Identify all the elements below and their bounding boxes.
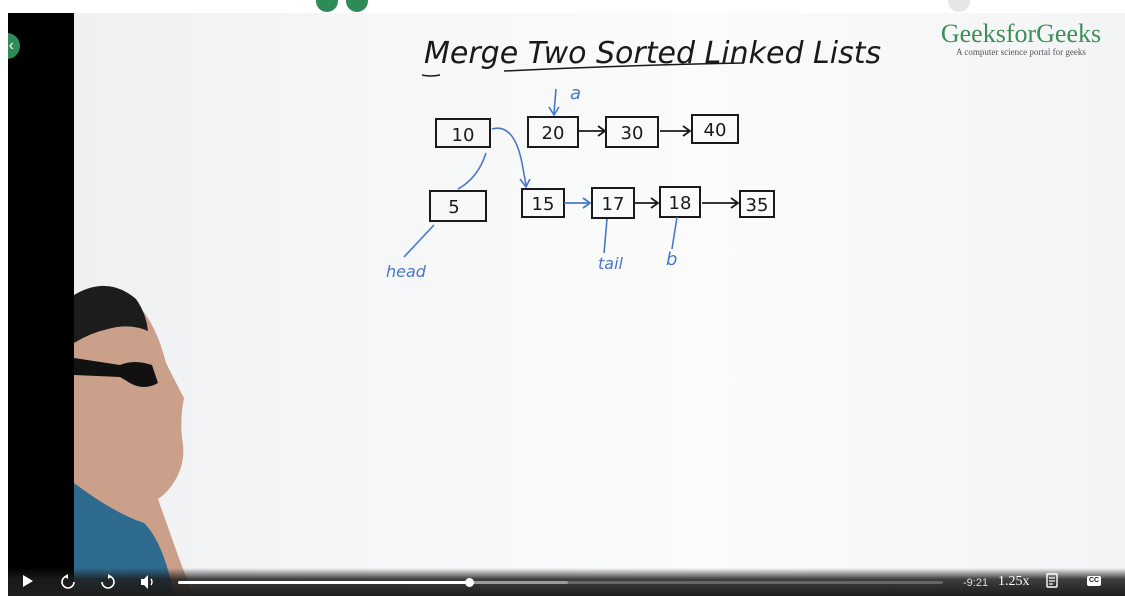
volume-button[interactable] — [140, 574, 156, 593]
player-controls: -9:21 1.25x CC — [8, 568, 1125, 596]
forward-icon — [101, 574, 115, 589]
list-b-node-2: 15 — [532, 194, 555, 215]
brand-tagline: A computer science portal for geeks — [956, 47, 1086, 57]
brand-logo: GeeksforGeeks A computer science portal … — [931, 19, 1111, 57]
pointer-label-a: a — [570, 83, 581, 104]
progress-bar[interactable] — [178, 578, 943, 587]
list-b-node-5: 35 — [746, 195, 769, 216]
top-green-dot-2 — [346, 0, 368, 12]
progress-handle[interactable] — [464, 578, 474, 587]
list-b-node-4: 18 — [669, 193, 692, 214]
back-arrow-icon: ‹ — [8, 37, 14, 54]
playback-speed-button[interactable]: 1.25x — [998, 574, 1030, 589]
volume-icon — [141, 575, 153, 589]
top-grey-dot — [948, 0, 970, 12]
rewind-icon — [61, 574, 75, 589]
list-a-node-4: 40 — [704, 120, 727, 141]
pointer-strokes — [403, 88, 678, 258]
progress-played — [178, 581, 469, 584]
transcript-button[interactable] — [1046, 573, 1058, 591]
list-a-node-1: 10 — [452, 125, 475, 146]
list-a-node-2: 20 — [542, 123, 565, 144]
transcript-icon — [1046, 573, 1058, 588]
time-remaining: -9:21 — [963, 577, 989, 589]
list-a-node-3: 30 — [621, 123, 644, 144]
whiteboard-drawing: Merge Two Sorted Linked Lists 10 20 30 4… — [74, 36, 881, 596]
brand-name: GeeksforGeeks — [940, 19, 1102, 48]
play-icon — [23, 575, 33, 587]
back-button[interactable]: ‹ — [8, 33, 20, 59]
video-frame[interactable]: Merge Two Sorted Linked Lists 10 20 30 4… — [74, 13, 1125, 596]
cc-button[interactable]: CC — [1087, 576, 1101, 586]
list-a: 10 20 30 40 — [435, 114, 739, 148]
pointer-label-head: head — [386, 262, 427, 281]
play-button[interactable] — [22, 574, 34, 591]
list-b: 5 15 17 18 35 — [429, 186, 775, 222]
pointer-label-b: b — [666, 249, 677, 270]
pointer-label-tail: tail — [598, 254, 624, 273]
video-player[interactable]: Merge Two Sorted Linked Lists 10 20 30 4… — [8, 13, 1125, 596]
cc-icon: CC — [1088, 577, 1100, 584]
forward-button[interactable] — [100, 574, 116, 593]
top-strip — [0, 0, 1125, 13]
rewind-button[interactable] — [60, 574, 76, 593]
list-b-node-1: 5 — [448, 197, 459, 218]
presenter — [74, 285, 194, 596]
list-b-node-3: 17 — [602, 194, 625, 215]
top-green-dot-1 — [316, 0, 338, 12]
